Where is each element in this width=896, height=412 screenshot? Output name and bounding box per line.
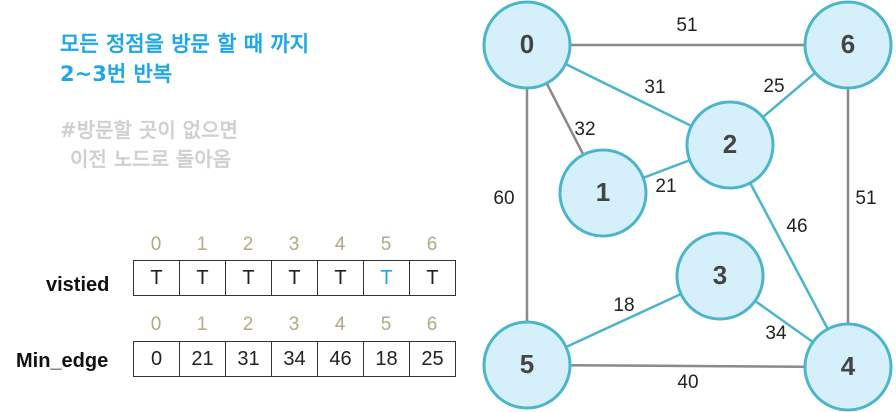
index-label: 2 xyxy=(242,314,254,335)
min-edge-cell: 18 xyxy=(363,341,410,377)
graph-node-label: 6 xyxy=(841,29,855,59)
index-label: 4 xyxy=(334,314,346,335)
visited-index-row: 0 1 2 3 4 5 6 xyxy=(133,234,455,256)
edge-weight-label: 25 xyxy=(763,76,784,97)
edge-weight-label: 32 xyxy=(574,119,595,140)
index-label: 5 xyxy=(380,234,392,255)
index-label: 6 xyxy=(426,314,438,335)
edge-weight-label: 21 xyxy=(655,176,676,197)
graph-node-label: 3 xyxy=(713,260,727,290)
edge-weight-label: 40 xyxy=(677,372,698,393)
min-edge-array: 0 21 31 34 46 18 25 xyxy=(133,341,456,377)
visited-cell: T xyxy=(179,260,226,296)
index-label: 1 xyxy=(196,314,208,335)
visited-cell: T xyxy=(225,260,272,296)
graph-node-label: 4 xyxy=(841,351,856,381)
index-label: 0 xyxy=(150,234,162,255)
graph-node-1 xyxy=(558,148,648,238)
edge-5-4 xyxy=(526,363,849,369)
edge-weight-label: 51 xyxy=(855,188,876,209)
edge-weight-label: 46 xyxy=(786,216,807,237)
min-edge-cell: 21 xyxy=(179,341,226,377)
visited-label: vistied xyxy=(46,274,110,296)
instruction-line-2: 2~3번 반복 xyxy=(60,62,173,86)
graph-node-0 xyxy=(482,0,572,90)
min-edge-cell: 31 xyxy=(225,341,272,377)
edge-weight-label: 34 xyxy=(765,323,787,344)
visited-cell: T xyxy=(409,260,456,296)
index-label: 6 xyxy=(426,234,438,255)
graph-node-4 xyxy=(803,322,893,412)
index-label: 0 xyxy=(150,314,162,335)
min-edge-cell: 34 xyxy=(271,341,318,377)
min-edge-cell: 46 xyxy=(317,341,364,377)
graph-node-3 xyxy=(675,231,765,321)
instruction-line-1: 모든 정점을 방문 할 때 까지 xyxy=(60,32,310,56)
graph-node-6 xyxy=(803,0,893,90)
index-label: 1 xyxy=(196,234,208,255)
edge-weight-label: 60 xyxy=(493,188,514,209)
graph-node-label: 1 xyxy=(596,177,610,207)
index-label: 2 xyxy=(242,234,254,255)
index-label: 5 xyxy=(380,314,392,335)
backtrack-note-line-2: 이전 노드로 돌아옴 xyxy=(70,147,232,171)
graph-node-label: 2 xyxy=(723,129,737,159)
min-edge-cell: 25 xyxy=(409,341,456,377)
graph-node-label: 5 xyxy=(520,349,534,379)
visited-cell: T xyxy=(317,260,364,296)
edge-weight-label: 18 xyxy=(613,295,634,316)
min-edge-label: Min_edge xyxy=(16,350,109,372)
backtrack-note-line-1: #방문할 곳이 없으면 xyxy=(60,118,238,142)
min-edge-cell: 0 xyxy=(133,341,180,377)
edge-weight-label: 31 xyxy=(644,77,665,98)
graph-node-2 xyxy=(685,100,775,190)
min-edge-index-row: 0 1 2 3 4 5 6 xyxy=(133,314,455,336)
graph-node-5 xyxy=(482,320,572,410)
graph-node-label: 0 xyxy=(520,29,534,59)
visited-array: T T T T T T T xyxy=(133,260,456,296)
visited-cell: T xyxy=(271,260,318,296)
edge-weight-label: 51 xyxy=(676,15,697,36)
index-label: 3 xyxy=(288,234,300,255)
index-label: 3 xyxy=(288,314,300,335)
index-label: 4 xyxy=(334,234,346,255)
